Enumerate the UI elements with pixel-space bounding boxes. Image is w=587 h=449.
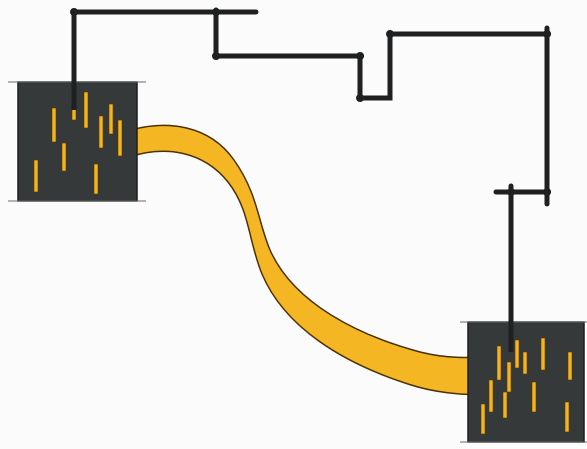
right-block-bar [540,337,546,371]
ribbon-connector [123,124,495,396]
right-block-bar [502,391,508,419]
left-block-bar [83,91,89,129]
stepped-wire [70,7,552,339]
right-block-bar [480,403,486,435]
ribbon-band [123,124,495,396]
right-block-bar [567,351,573,381]
wire-path [71,7,550,339]
right-block-bar [488,379,494,413]
left-block-bar [98,115,104,149]
right-block-bar [506,361,512,393]
left-block-bar [117,119,123,157]
right-square [467,321,585,443]
left-block [8,81,146,202]
left-block-bar [93,163,99,195]
wire-entry-stubs [71,80,514,352]
right-block-bar [514,339,520,369]
left-block-bar [33,159,39,193]
right-block [460,321,587,443]
right-bars [480,337,573,435]
right-block-bar [522,351,528,375]
wire-joint-dots [70,8,552,196]
left-block-bar [108,103,114,135]
left-block-bar [61,142,67,172]
right-block-bar [496,345,502,381]
right-block-bar [564,401,570,433]
left-block-bar [51,107,57,143]
left-bars [33,91,123,195]
right-block-bar [531,381,537,413]
